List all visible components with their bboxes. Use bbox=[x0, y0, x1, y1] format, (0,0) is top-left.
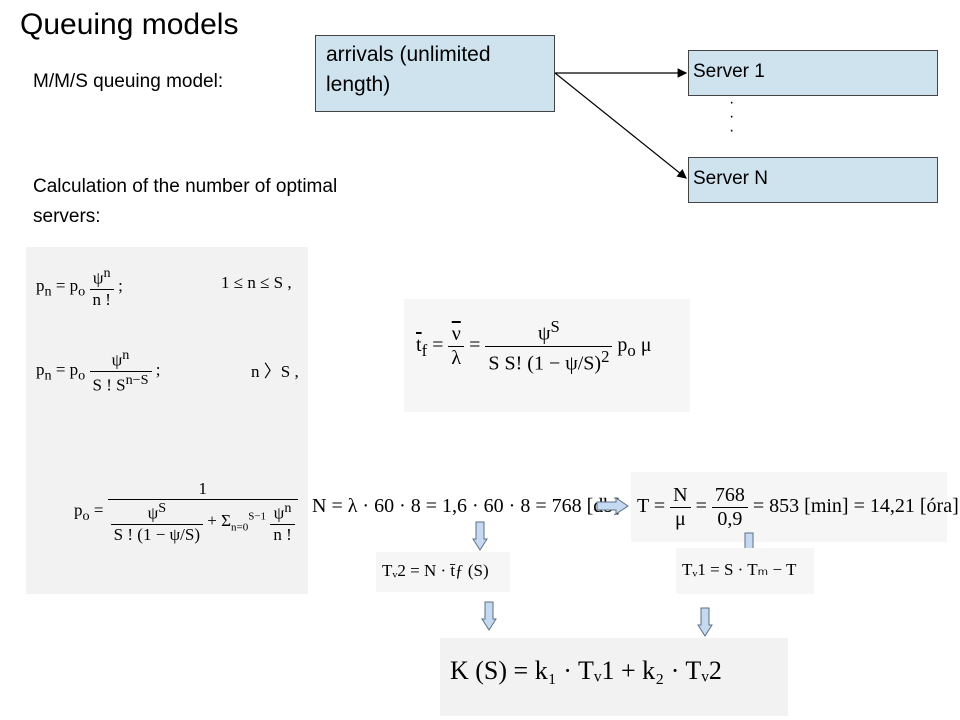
arrivals-box: arrivals (unlimited length) bbox=[315, 35, 555, 112]
k-formula-scan: K (S) = k₁ · Tᵥ1 + k₂ · Tᵥ2 bbox=[440, 638, 788, 716]
t-numerator: 768 bbox=[711, 484, 748, 508]
model-subtitle: M/M/S queuing model: bbox=[33, 71, 224, 92]
tv1-formula-scan: Tᵥ1 = S · Tₘ − T bbox=[676, 548, 814, 594]
arrow-right-icon bbox=[596, 497, 629, 515]
k-formula: K (S) = k₁ · Tᵥ1 + k₂ · Tᵥ2 bbox=[450, 656, 722, 685]
arrow-down-icon bbox=[697, 607, 713, 637]
arrow-to-server-n bbox=[554, 72, 687, 179]
pn-condition-2: n 〉S , bbox=[251, 362, 299, 381]
n-calculation: N = λ · 60 · 8 = 1,6 · 60 · 8 = 768 [db] bbox=[312, 495, 620, 517]
page-title: Queuing models bbox=[20, 8, 239, 41]
tv2-formula: Tᵥ2 = N · t̄ƒ (S) bbox=[382, 561, 489, 580]
t-result: = 853 [min] = 14,21 [óra] bbox=[752, 495, 959, 518]
tv1-formula: Tᵥ1 = S · Tₘ − T bbox=[682, 560, 797, 579]
calculation-label: Calculation of the number of optimal ser… bbox=[33, 176, 338, 227]
server-1-box: Server 1 bbox=[688, 50, 938, 96]
tv2-formula-scan: Tᵥ2 = N · t̄ƒ (S) bbox=[376, 552, 510, 592]
server-n-box: Server N bbox=[688, 157, 938, 203]
t-denominator: 0,9 bbox=[717, 508, 743, 530]
arrow-down-icon bbox=[481, 601, 497, 631]
server-ellipsis: ··· bbox=[729, 94, 735, 139]
pn-condition-1: 1 ≤ n ≤ S , bbox=[221, 273, 292, 292]
arrow-down-icon bbox=[472, 521, 488, 551]
